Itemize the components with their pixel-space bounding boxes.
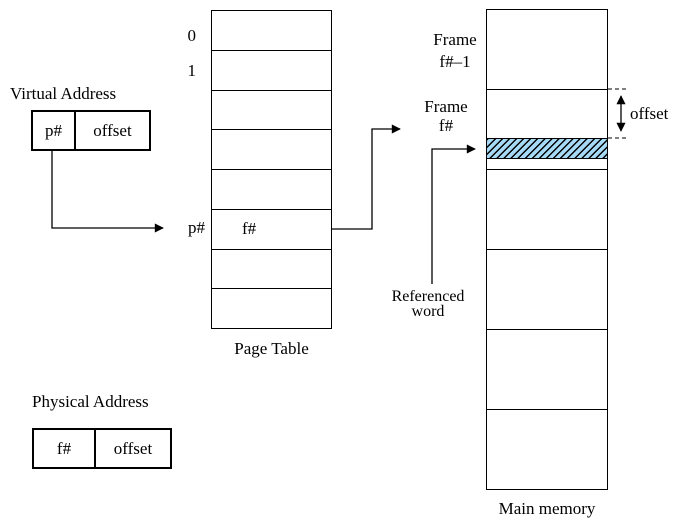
main-memory-frame xyxy=(487,169,607,249)
frame-label-line1: Frame xyxy=(424,97,468,116)
page-table-row xyxy=(212,89,331,130)
main-memory-frame xyxy=(487,10,607,89)
virtual-address-offset-field: offset xyxy=(93,120,132,140)
page-table-entry-row: f# xyxy=(212,208,331,249)
frame-prev-label-line1: Frame xyxy=(433,30,477,49)
main-memory-frame xyxy=(487,89,607,169)
page-table-row xyxy=(212,248,331,289)
arrow-page-table-to-frame xyxy=(332,124,401,230)
referenced-word-line2: word xyxy=(411,303,445,320)
offset-measure-label: offset xyxy=(630,104,669,123)
page-table-row1-label: 1 xyxy=(187,61,197,80)
main-memory-frame xyxy=(487,329,607,409)
physical-address-title: Physical Address xyxy=(32,392,149,411)
virtual-address-box: p# offset xyxy=(31,110,151,151)
page-table-entry-value: f# xyxy=(242,219,257,239)
arrow-referenced-word xyxy=(431,144,476,284)
virtual-address-page-field: p# xyxy=(33,112,76,149)
page-table-title: Page Table xyxy=(234,339,309,358)
frame-label: Frame f# xyxy=(401,97,491,135)
page-table: f# xyxy=(211,10,332,329)
referenced-word-label: Referenced word xyxy=(383,288,473,320)
page-table-row0-label: 0 xyxy=(187,26,197,45)
referenced-word-highlight xyxy=(486,138,608,159)
page-table-entry-row-label: p# xyxy=(188,218,205,237)
page-table-row xyxy=(212,288,331,328)
main-memory xyxy=(486,9,608,490)
physical-address-box: f# offset xyxy=(32,428,172,469)
physical-address-frame-field: f# xyxy=(34,430,96,467)
main-memory-title: Main memory xyxy=(498,499,596,518)
page-table-row xyxy=(212,129,331,169)
arrow-page-number-to-page-table xyxy=(51,151,164,233)
page-table-row xyxy=(212,169,331,209)
frame-prev-label-line2: f#–1 xyxy=(439,52,471,71)
virtual-address-title: Virtual Address xyxy=(10,84,117,103)
frame-label-line2: f# xyxy=(438,116,454,135)
page-table-row xyxy=(212,49,331,90)
referenced-word-line1: Referenced xyxy=(391,288,465,305)
main-memory-frame xyxy=(487,249,607,329)
frame-prev-label: Frame f#–1 xyxy=(410,29,500,73)
main-memory-frame xyxy=(487,409,607,489)
physical-address-offset-field: offset xyxy=(113,438,153,458)
page-table-row xyxy=(212,11,331,50)
